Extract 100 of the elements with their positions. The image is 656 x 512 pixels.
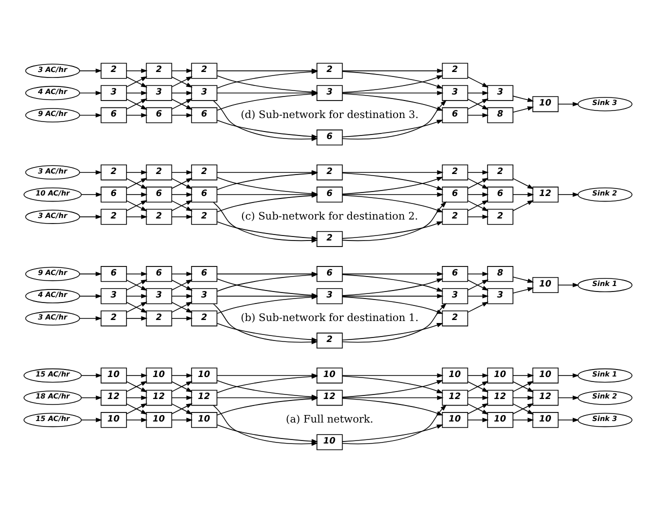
arrow — [342, 375, 444, 393]
node-box: 2 — [146, 310, 172, 326]
arrow — [512, 178, 534, 189]
arrow — [81, 417, 102, 422]
arrow — [79, 214, 102, 219]
node-box: 6 — [100, 186, 127, 202]
node-box: 10 — [316, 367, 343, 383]
arrow — [342, 322, 444, 340]
node-ellipse: Sink 1 — [578, 277, 632, 292]
arrow — [558, 192, 580, 196]
node-ellipse: Sink 2 — [578, 390, 632, 404]
arrow — [171, 316, 193, 320]
node-box: 3 — [442, 288, 468, 304]
arrow — [171, 417, 193, 422]
arrow — [342, 74, 444, 92]
arrow — [512, 200, 534, 211]
label: (a) Full network. — [286, 413, 374, 426]
node-box: 12 — [487, 389, 514, 406]
node-ellipse: 3 AC/hr — [25, 164, 80, 179]
arrow — [512, 402, 534, 414]
node-box: 2 — [100, 164, 127, 180]
arrow — [342, 176, 444, 194]
node-box: 6 — [146, 106, 172, 123]
arrow — [342, 302, 447, 342]
node-ellipse: 4 AC/hr — [25, 288, 80, 303]
arrow — [216, 119, 318, 138]
arrow — [171, 372, 193, 378]
node-box: 10 — [146, 367, 172, 383]
node-box: 10 — [191, 367, 218, 383]
node-box: 2 — [316, 164, 343, 180]
arrow — [126, 192, 148, 196]
arrow — [79, 316, 102, 320]
arrow — [126, 380, 148, 392]
arrow — [512, 372, 534, 378]
arrow — [342, 90, 444, 95]
node-box: 6 — [442, 266, 468, 282]
arrow — [558, 395, 580, 400]
arrow — [342, 372, 444, 378]
node-box: 10 — [146, 412, 172, 428]
node-box: 2 — [316, 62, 343, 78]
arrow — [171, 112, 193, 117]
arrow — [342, 200, 447, 241]
arrow — [171, 395, 193, 400]
node-box: 6 — [191, 106, 218, 123]
arrow — [467, 402, 489, 414]
node-box: 6 — [146, 186, 172, 202]
node-ellipse: 3 AC/hr — [25, 310, 80, 326]
arrow — [79, 293, 102, 298]
node-box: 2 — [316, 332, 343, 348]
arrow — [467, 76, 489, 88]
node-box: 6 — [100, 106, 127, 123]
node-ellipse: 15 AC/hr — [24, 368, 82, 382]
node-box: 3 — [146, 288, 172, 304]
node-box: 12 — [100, 389, 127, 406]
arrow — [342, 404, 447, 444]
node-box: 10 — [487, 412, 514, 428]
node-ellipse: 3 AC/hr — [25, 63, 80, 78]
arrow — [467, 90, 489, 95]
arrow — [342, 380, 444, 398]
arrow — [558, 372, 580, 378]
node-box: 2 — [316, 230, 343, 246]
arrow — [171, 98, 193, 110]
node-box: 2 — [191, 164, 218, 180]
node-box: 12 — [191, 389, 218, 406]
node-box: 2 — [100, 62, 127, 78]
arrow — [342, 70, 444, 88]
node-box: 3 — [146, 84, 172, 100]
node-box: 10 — [442, 412, 468, 428]
arrow — [558, 417, 580, 422]
arrow — [126, 316, 148, 320]
arrow — [342, 296, 444, 314]
node-ellipse: 9 AC/hr — [25, 266, 80, 281]
node-box: 10 — [316, 434, 343, 450]
arrow — [79, 68, 102, 73]
arrow — [467, 214, 489, 219]
node-ellipse: 15 AC/hr — [24, 412, 82, 427]
node-box: 10 — [532, 96, 559, 112]
label: (b) Sub-network for destination 1. — [240, 312, 418, 324]
arrow — [81, 372, 102, 378]
arrow — [126, 98, 148, 110]
node-box: 6 — [316, 266, 343, 282]
node-box: 10 — [100, 412, 127, 428]
arrow — [342, 172, 444, 190]
arrow — [512, 95, 534, 102]
arrow — [512, 286, 534, 294]
node-box: 3 — [316, 84, 343, 100]
node-box: 2 — [442, 62, 468, 78]
arrow — [81, 192, 102, 196]
node-box: 2 — [487, 164, 514, 180]
node-box: 10 — [532, 412, 559, 428]
node-box: 2 — [442, 208, 468, 224]
arrow — [79, 271, 102, 276]
arrow — [342, 192, 444, 196]
arrow — [126, 112, 148, 117]
node-box: 3 — [487, 84, 514, 100]
arrow — [342, 99, 447, 139]
arrow — [126, 200, 148, 211]
node-box: 12 — [316, 389, 343, 406]
node-box: 3 — [191, 84, 218, 100]
arrow — [467, 192, 489, 196]
